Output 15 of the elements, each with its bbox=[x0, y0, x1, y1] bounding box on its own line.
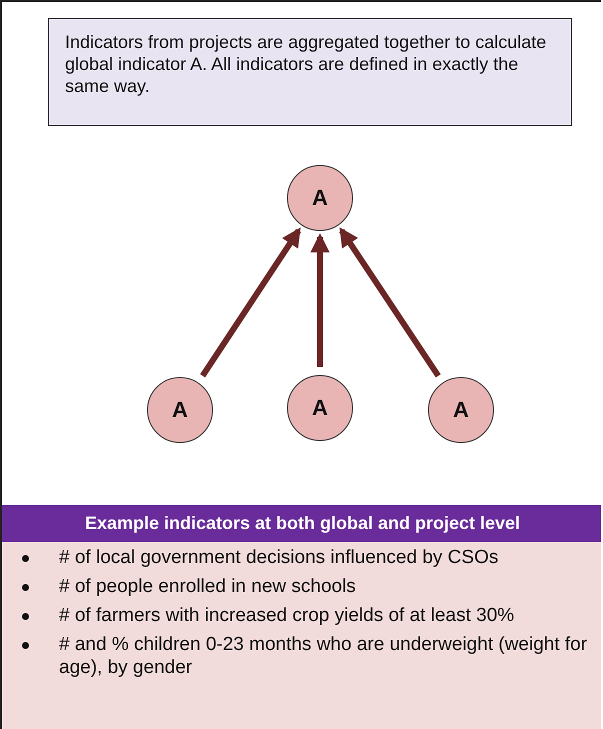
section-header: Example indicators at both global and project level bbox=[2, 505, 601, 542]
description-text: Indicators from projects are aggregated together to calculate global indicator A. All indicators are defined in exactly the same way. bbox=[65, 31, 548, 97]
list-item-text: # of people enrolled in new schools bbox=[59, 575, 356, 598]
arrow bbox=[200, 227, 302, 378]
indicator-label: A bbox=[312, 395, 328, 421]
description-box bbox=[48, 18, 572, 126]
list-item-text: # of farmers with increased crop yields of at least 30% bbox=[59, 604, 514, 627]
examples-panel bbox=[2, 505, 601, 729]
arrow bbox=[339, 227, 441, 378]
indicator-label: A bbox=[312, 185, 328, 211]
list-item-text: # and % children 0-23 months who are underweight (weight for age), by gender bbox=[59, 633, 588, 679]
indicator-label: A bbox=[453, 397, 469, 423]
list-item-text: # of local government decisions influenced by CSOs bbox=[59, 546, 498, 569]
arrow bbox=[310, 233, 330, 367]
indicator-label: A bbox=[172, 397, 188, 423]
